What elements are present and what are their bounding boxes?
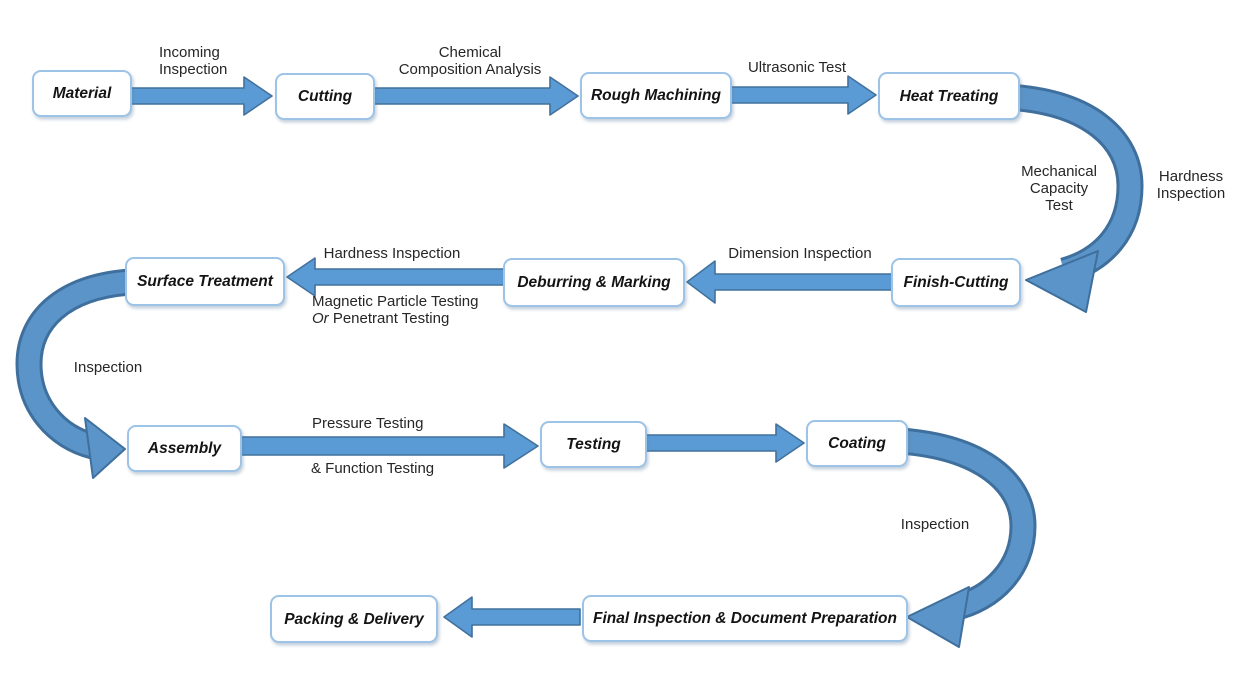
label-incoming-inspection: Incoming Inspection bbox=[159, 44, 228, 78]
arrow-finish-cutting-to-deburring bbox=[686, 260, 894, 304]
label-pressure-testing: Pressure Testing bbox=[312, 415, 424, 432]
arrow-cutting-to-rough-machining bbox=[371, 76, 579, 116]
node-finish-cutting: Finish-Cutting bbox=[891, 258, 1021, 307]
node-material: Material bbox=[32, 70, 132, 117]
node-assembly: Assembly bbox=[127, 425, 242, 472]
label-dimension-inspection: Dimension Inspection bbox=[728, 245, 872, 262]
label-hardness-inspection-curve: Hardness Inspection bbox=[1156, 168, 1226, 202]
label-inspection-left: Inspection bbox=[73, 359, 143, 376]
label-ultrasonic-test: Ultrasonic Test bbox=[747, 59, 847, 76]
label-function-testing: & Function Testing bbox=[311, 460, 435, 477]
label-chemical-composition: Chemical Composition Analysis bbox=[398, 44, 542, 78]
curve-head-finish-cutting bbox=[1025, 250, 1099, 313]
arrow-testing-to-coating bbox=[644, 423, 805, 463]
node-deburring-marking: Deburring & Marking bbox=[503, 258, 685, 307]
curve-heat-treating-to-finish-cutting bbox=[1004, 86, 1141, 282]
node-heat-treating-label: Heat Treating bbox=[899, 87, 999, 105]
arrow-assembly-to-testing bbox=[239, 423, 539, 469]
node-cutting: Cutting bbox=[275, 73, 375, 120]
node-surface-treatment-label: Surface Treatment bbox=[137, 273, 273, 290]
arrow-rough-machining-to-heat-treating bbox=[729, 75, 877, 115]
node-coating-label: Coating bbox=[828, 435, 886, 452]
label-mechanical-capacity-test: Mechanical Capacity Test bbox=[1021, 163, 1097, 214]
node-packing-delivery: Packing & Delivery bbox=[270, 595, 438, 643]
node-finish-cutting-label: Finish-Cutting bbox=[903, 274, 1009, 291]
curve-surface-treatment-to-assembly bbox=[18, 271, 131, 457]
arrow-material-to-cutting bbox=[129, 76, 273, 116]
label-or-word: Or bbox=[312, 310, 329, 327]
node-heat-treating: Heat Treating bbox=[878, 72, 1020, 120]
arrow-final-inspection-to-packing bbox=[443, 596, 581, 638]
node-coating: Coating bbox=[806, 420, 908, 467]
node-final-inspection: Final Inspection & Document Preparation bbox=[582, 595, 908, 642]
node-rough-machining-label: Rough Machining bbox=[590, 87, 721, 104]
node-surface-treatment: Surface Treatment bbox=[125, 257, 285, 306]
curve-coating-to-final-inspection bbox=[899, 430, 1034, 619]
curve-head-final-inspection bbox=[906, 586, 970, 648]
arrow-deburring-to-surface-treatment bbox=[286, 257, 506, 297]
node-deburring-marking-label: Deburring & Marking bbox=[517, 274, 671, 291]
node-assembly-label: Assembly bbox=[147, 440, 222, 457]
curve-head-assembly bbox=[84, 417, 126, 479]
node-packing-delivery-label: Packing & Delivery bbox=[284, 610, 424, 628]
label-magnetic-particle: Magnetic Particle Testing bbox=[312, 293, 479, 310]
label-penetrant-testing: Penetrant Testing bbox=[328, 310, 450, 327]
node-testing-label: Testing bbox=[566, 436, 621, 453]
node-rough-machining: Rough Machining bbox=[580, 72, 732, 119]
node-cutting-label: Cutting bbox=[297, 88, 353, 105]
node-material-label: Material bbox=[52, 85, 112, 102]
label-inspection-right: Inspection bbox=[900, 516, 970, 533]
node-testing: Testing bbox=[540, 421, 647, 468]
node-final-inspection-label: Final Inspection & Document Preparation bbox=[592, 610, 897, 627]
label-hardness-inspection: Hardness Inspection bbox=[323, 245, 461, 262]
